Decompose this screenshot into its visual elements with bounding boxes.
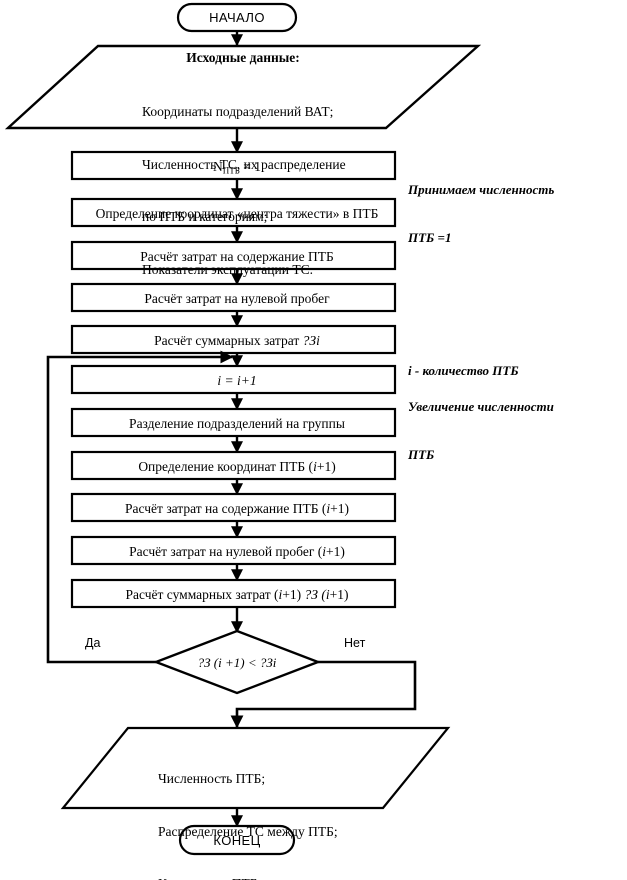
coords-i1-tail: +1) [316, 459, 336, 474]
n-ptb-symbol: N [212, 159, 223, 174]
zerorun-i1-text: Расчёт затрат на нулевой пробег ( [129, 544, 323, 559]
process-box-maintenance-cost-i1 [70, 492, 397, 523]
annotation-increase-count: Увеличение численности ПТБ [408, 367, 554, 495]
process-box-zero-run-cost [70, 282, 397, 313]
total-i1-text: Расчёт суммарных затрат ( [125, 587, 279, 602]
end-terminator-shape [178, 824, 296, 856]
annotation-accept-count-line-1: Принимаем численность [408, 182, 555, 197]
annotation-i-count-line-1: i - количество ПТБ [408, 363, 519, 378]
decision-no-label: Нет [344, 636, 366, 650]
input-parallelogram-shape [4, 44, 482, 130]
process-box-increment-i [70, 364, 397, 395]
process-label-split-groups: Разделение подразделений на группы [129, 416, 345, 431]
total-i1-symbol: i [278, 587, 283, 602]
annotation-accept-count: Принимаем численность ПТБ =1 [408, 150, 554, 278]
total-cost-i-symbol: ?Зi [302, 333, 320, 348]
input-line-2: Численность ТС, их распределение [142, 156, 346, 172]
n-ptb-value: = 1 [243, 159, 262, 174]
process-label-n-ptb: NПТБ = 1 [213, 159, 261, 179]
maintenance-i1-text: Расчёт затрат на содержание ПТБ ( [125, 501, 327, 516]
output-block-lines: Численность ПТБ; Распределение ТС между … [158, 735, 338, 880]
input-block-lines: Координаты подразделений ВАТ; Численност… [142, 68, 346, 313]
n-ptb-subscript: ПТБ [222, 165, 240, 176]
process-box-center-of-gravity [70, 197, 397, 228]
process-box-n-ptb [70, 150, 397, 181]
decision-condition-label: ?З (i +1) < ?Зi [197, 655, 277, 670]
zerorun-i1-symbol: i [322, 544, 327, 559]
output-line-2: Распределение ТС между ПТБ; [158, 823, 338, 839]
process-label-maintenance-cost-i1: Расчёт затрат на содержание ПТБ (i+1) [125, 501, 349, 516]
decision-yes-label: Да [85, 636, 101, 650]
input-line-3: по ПТБ и категориям; [142, 209, 268, 224]
process-label-increment-i: i = i+1 [217, 373, 257, 388]
process-box-maintenance-cost [70, 240, 397, 271]
annotation-i-count: i - количество ПТБ [408, 331, 519, 411]
process-label-maintenance-cost: Расчёт затрат на содержание ПТБ [140, 249, 334, 264]
start-terminator-label: НАЧАЛО [209, 10, 265, 25]
coords-i1-text: Определение координат ПТБ ( [138, 459, 314, 474]
decision-diamond-shape [152, 629, 322, 695]
connector-no-to-output [230, 660, 417, 729]
connector-yes-loopback [46, 350, 234, 664]
process-label-zero-run-cost: Расчёт затрат на нулевой пробег [144, 291, 330, 306]
process-label-coords-i1: Определение координат ПТБ (i+1) [138, 459, 335, 474]
input-line-1: Координаты подразделений ВАТ; [142, 104, 334, 119]
zerorun-i1-tail: +1) [326, 544, 345, 559]
output-line-3: Координаты ПТБ; [158, 875, 338, 880]
annotation-increase-count-line-2: ПТБ [408, 447, 435, 462]
process-box-zero-run-cost-i1 [70, 535, 397, 566]
process-label-total-cost-i1: Расчёт суммарных затрат (i+1) ?З (i+1) [126, 587, 349, 602]
output-line-1: Численность ПТБ; [158, 771, 266, 786]
maintenance-i1-symbol: i [326, 501, 331, 516]
process-box-total-cost-i1 [70, 578, 397, 609]
output-parallelogram-shape [60, 726, 451, 810]
process-box-split-groups [70, 407, 397, 438]
total-i1-tail: +1) [282, 587, 305, 602]
input-block-heading: Исходные данные: [186, 50, 300, 65]
annotation-increase-count-line-1: Увеличение численности [408, 399, 554, 414]
process-label-total-cost-i: Расчёт суммарных затрат ?Зi [154, 333, 320, 348]
total-cost-i-text: Расчёт суммарных затрат [154, 333, 303, 348]
total-i1-symbol2: ?З (i [304, 587, 330, 602]
annotation-accept-count-line-2: ПТБ =1 [408, 230, 452, 245]
process-box-total-cost-i [70, 324, 397, 355]
process-box-coords-i1 [70, 450, 397, 481]
maintenance-i1-tail: +1) [330, 501, 349, 516]
process-label-zero-run-cost-i1: Расчёт затрат на нулевой пробег (i+1) [129, 544, 345, 559]
total-i1-tail2: +1) [329, 587, 349, 602]
input-line-4: Показатели эксплуатации ТС. [142, 261, 313, 277]
coords-i1-symbol: i [313, 459, 317, 474]
process-label-center-of-gravity: Определение координат «центра тяжести» в… [95, 206, 379, 221]
end-terminator-label: КОНЕЦ [213, 833, 261, 848]
